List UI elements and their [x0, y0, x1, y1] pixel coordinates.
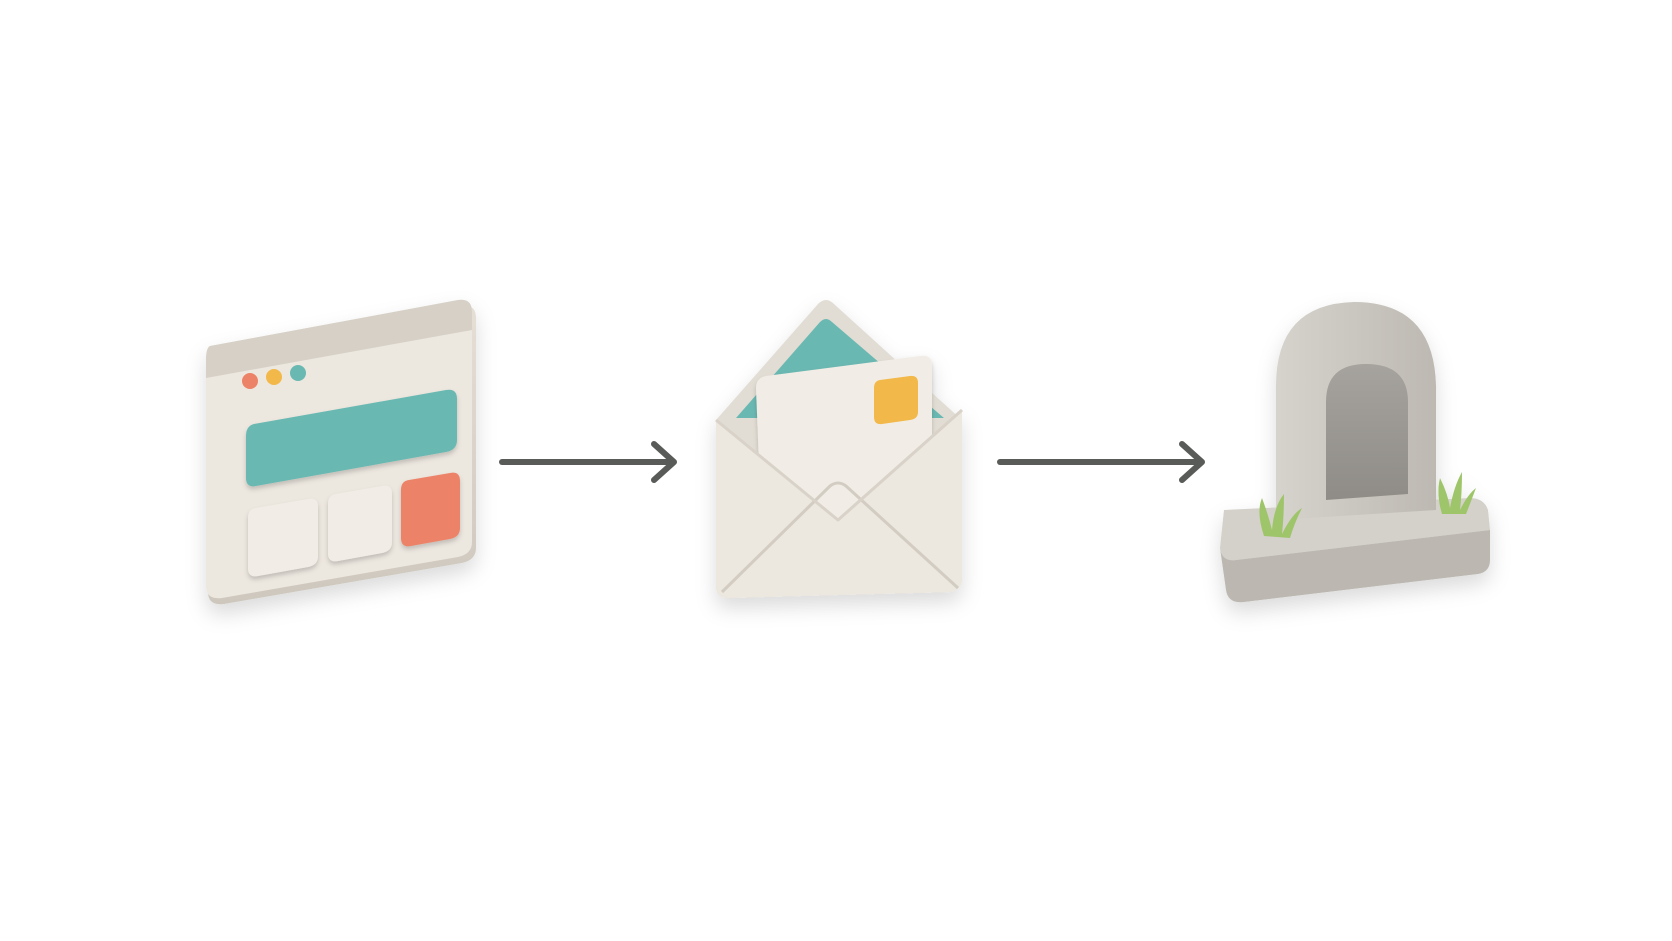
arrow-right-icon — [499, 441, 677, 483]
browser-window-icon — [206, 299, 476, 605]
arrow-right-icon — [997, 441, 1205, 483]
gravestone-icon — [1220, 302, 1490, 603]
open-envelope-icon — [715, 300, 963, 598]
